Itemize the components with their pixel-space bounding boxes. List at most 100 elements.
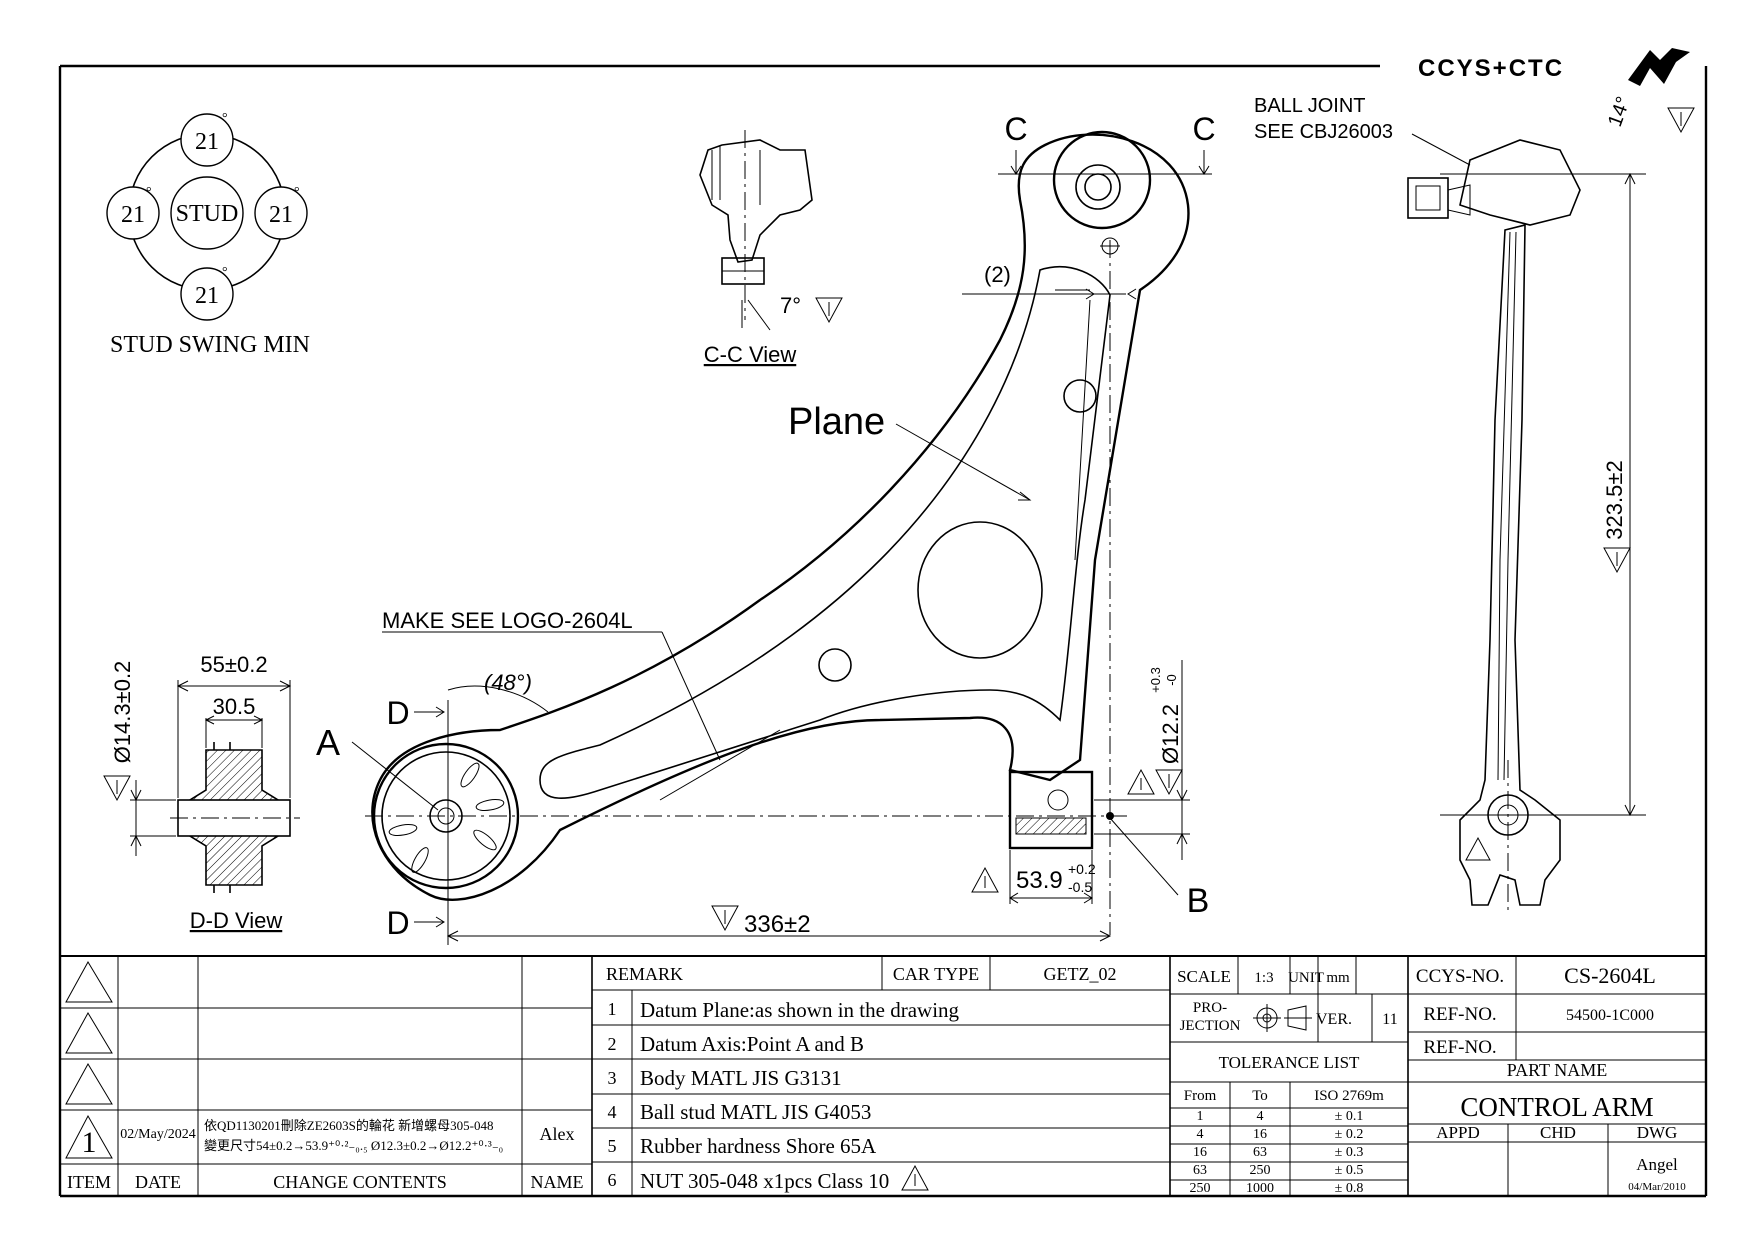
stud-swing-diagram: 21 21 21 21 ° ° ° ° STUD STUD SWING MIN bbox=[106, 111, 310, 358]
remark-2: Datum Axis:Point A and B bbox=[640, 1032, 864, 1056]
cc-view-label: C-C View bbox=[704, 342, 797, 367]
ref-number: 54500-1C000 bbox=[1566, 1007, 1654, 1024]
control-arm-side-view: 323.5±2 bbox=[1407, 139, 1646, 910]
svg-text:SEE CBJ26003: SEE CBJ26003 bbox=[1254, 121, 1393, 143]
dim-55: 55±0.2 bbox=[200, 652, 267, 677]
svg-text:7°: 7° bbox=[780, 293, 801, 318]
dim-53-9: 53.9 bbox=[1016, 867, 1063, 894]
datum-points: A B bbox=[316, 722, 1209, 920]
dim-12-2: Ø12.2 bbox=[1158, 704, 1183, 764]
arm-annotations: Plane MAKE SEE LOGO-2604L (48°) (2) bbox=[382, 262, 1137, 801]
stud-swing-title: STUD SWING MIN bbox=[110, 332, 310, 358]
svg-text:2: 2 bbox=[608, 1034, 617, 1054]
svg-text:PRO-: PRO- bbox=[1193, 1000, 1227, 1016]
svg-text:± 0.2: ± 0.2 bbox=[1335, 1127, 1364, 1142]
svg-text:± 0.1: ± 0.1 bbox=[1335, 1109, 1364, 1124]
svg-text:16: 16 bbox=[1253, 1127, 1267, 1142]
svg-text:63: 63 bbox=[1253, 1145, 1267, 1160]
cc-view: 7° C-C View bbox=[699, 130, 843, 367]
car-type: GETZ_02 bbox=[1044, 964, 1117, 984]
dd-view: 55±0.2 30.5 Ø14.3±0.2 D-D View bbox=[103, 652, 300, 933]
svg-text:NAME: NAME bbox=[531, 1172, 584, 1192]
svg-text:CCYS+CTC: CCYS+CTC bbox=[1418, 55, 1564, 82]
plane-label: Plane bbox=[788, 401, 885, 443]
svg-text:From: From bbox=[1184, 1088, 1217, 1104]
svg-text:1000: 1000 bbox=[1246, 1181, 1274, 1196]
svg-text:3: 3 bbox=[608, 1068, 617, 1088]
drawn-by: Angel bbox=[1636, 1155, 1678, 1174]
unit-value: mm bbox=[1326, 970, 1350, 986]
remark-3: Body MATL JIS G3131 bbox=[640, 1066, 842, 1090]
section-cut-c: C C bbox=[998, 111, 1216, 175]
remark-6: NUT 305-048 x1pcs Class 10 bbox=[640, 1169, 889, 1193]
remark-1: Datum Plane:as shown in the drawing bbox=[640, 998, 960, 1022]
swing-angle-bottom: 21 bbox=[195, 283, 219, 309]
svg-text:1: 1 bbox=[1197, 1109, 1204, 1124]
revision-name: Alex bbox=[540, 1124, 575, 1144]
svg-text:REMARK: REMARK bbox=[606, 964, 683, 984]
remark-4: Ball stud MATL JIS G4053 bbox=[640, 1100, 871, 1124]
svg-text:ISO 2769m: ISO 2769m bbox=[1314, 1088, 1384, 1104]
version: 11 bbox=[1382, 1011, 1397, 1028]
dim-14: Ø14.3±0.2 bbox=[110, 661, 135, 764]
svg-text:1: 1 bbox=[608, 999, 617, 1019]
title-block-grid bbox=[60, 955, 1706, 1196]
svg-text:D: D bbox=[386, 695, 409, 731]
svg-text:JECTION: JECTION bbox=[1180, 1018, 1241, 1034]
svg-text:16: 16 bbox=[1193, 1145, 1207, 1160]
svg-text:5: 5 bbox=[608, 1136, 617, 1156]
drawn-date: 04/Mar/2010 bbox=[1628, 1181, 1686, 1193]
svg-text:To: To bbox=[1252, 1088, 1268, 1104]
revision-date: 02/May/2024 bbox=[120, 1127, 195, 1142]
svg-text:-0.5: -0.5 bbox=[1068, 879, 1092, 895]
change-content-line-1: 依QD1130201刪除ZE2603S的輪花 新增螺母305-048 bbox=[204, 1118, 494, 1133]
svg-text:± 0.3: ± 0.3 bbox=[1335, 1145, 1364, 1160]
svg-text:°: ° bbox=[146, 185, 152, 200]
svg-text:4: 4 bbox=[1257, 1109, 1264, 1124]
svg-text:APPD: APPD bbox=[1436, 1123, 1479, 1142]
svg-text:4: 4 bbox=[1197, 1127, 1204, 1142]
svg-text:REF-NO.: REF-NO. bbox=[1423, 1037, 1496, 1058]
svg-text:SCALE: SCALE bbox=[1177, 967, 1231, 986]
revision-number: 1 bbox=[82, 1126, 97, 1159]
scale-value: 1:3 bbox=[1254, 970, 1273, 986]
dim-323: 323.5±2 bbox=[1602, 460, 1627, 539]
svg-text:+0.3: +0.3 bbox=[1148, 667, 1163, 693]
svg-text:(2): (2) bbox=[984, 262, 1011, 287]
svg-text:°: ° bbox=[222, 111, 228, 126]
svg-text:C: C bbox=[1192, 111, 1215, 147]
point-b-label: B bbox=[1187, 882, 1210, 920]
svg-text:UNIT: UNIT bbox=[1288, 970, 1324, 986]
svg-text:DWG: DWG bbox=[1637, 1123, 1678, 1142]
svg-text:CAR TYPE: CAR TYPE bbox=[893, 964, 979, 984]
dim-30: 30.5 bbox=[213, 694, 256, 719]
change-content-line-2: 變更尺寸54±0.2→53.9⁺⁰·²₋₀.₅ Ø12.3±0.2→Ø12.2⁺… bbox=[204, 1138, 503, 1153]
svg-text:14°: 14° bbox=[1604, 94, 1635, 130]
svg-text:TOLERANCE LIST: TOLERANCE LIST bbox=[1219, 1053, 1360, 1072]
svg-text:+0.2: +0.2 bbox=[1068, 861, 1096, 877]
svg-text:D: D bbox=[386, 905, 409, 941]
dd-view-label: D-D View bbox=[190, 908, 283, 933]
svg-text:63: 63 bbox=[1193, 1163, 1207, 1178]
remark-block: REMARK CAR TYPE GETZ_02 1 Datum Plane:as… bbox=[606, 964, 1116, 1193]
change-block: ITEM DATE CHANGE CONTENTS NAME 1 02/May/… bbox=[67, 1118, 584, 1192]
svg-text:± 0.8: ± 0.8 bbox=[1335, 1181, 1364, 1196]
main-dimensions: 336±2 53.9 +0.2 -0.5 Ø12.2 +0.3 -0 bbox=[446, 660, 1190, 942]
stud-label: STUD bbox=[176, 201, 239, 227]
svg-text:6: 6 bbox=[608, 1170, 617, 1190]
svg-text:250: 250 bbox=[1250, 1163, 1271, 1178]
swing-angle-left: 21 bbox=[121, 202, 145, 228]
svg-text:250: 250 bbox=[1190, 1181, 1211, 1196]
point-a-label: A bbox=[316, 722, 340, 763]
swing-angle-right: 21 bbox=[269, 202, 293, 228]
remark-5: Rubber hardness Shore 65A bbox=[640, 1134, 877, 1158]
svg-text:CHD: CHD bbox=[1540, 1123, 1576, 1142]
svg-text:± 0.5: ± 0.5 bbox=[1335, 1163, 1364, 1178]
svg-text:DATE: DATE bbox=[135, 1172, 181, 1192]
ball-joint-callout: BALL JOINT SEE CBJ26003 14° bbox=[1254, 94, 1695, 166]
svg-text:°: ° bbox=[294, 185, 300, 200]
part-name: CONTROL ARM bbox=[1460, 1092, 1653, 1122]
svg-text:-0: -0 bbox=[1164, 674, 1179, 686]
svg-text:REF-NO.: REF-NO. bbox=[1423, 1004, 1496, 1025]
svg-text:CCYS-NO.: CCYS-NO. bbox=[1416, 966, 1504, 987]
